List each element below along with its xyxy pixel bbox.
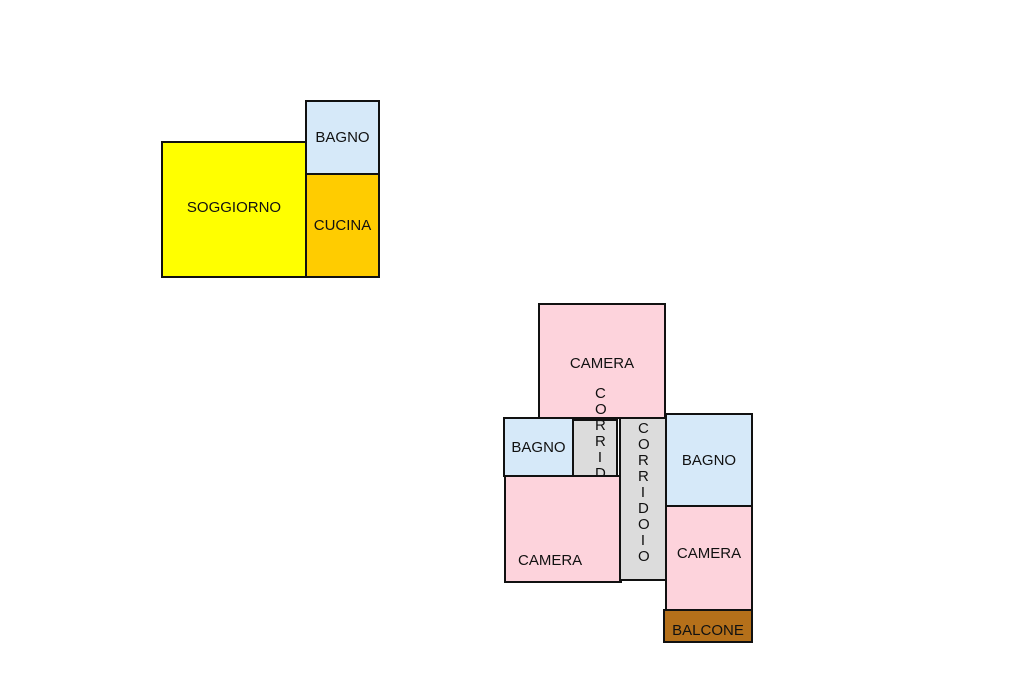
room-label: BAGNO — [511, 438, 566, 456]
room-balcone: BALCONE — [663, 609, 753, 643]
room-label: BAGNO — [681, 451, 737, 469]
room-label: BALCONE — [672, 622, 744, 639]
room-label: CUCINA — [313, 217, 372, 234]
room-label: BAGNO — [315, 129, 370, 146]
room-bagno-right: BAGNO — [665, 413, 753, 507]
room-corridoio-right: CORRIDOIO — [619, 417, 667, 581]
room-label: CORRIDOIO — [638, 420, 650, 565]
room-camera-left: CAMERA — [504, 475, 622, 583]
room-bagno-a: BAGNO — [305, 100, 380, 175]
room-label: CAMERA — [676, 545, 742, 562]
room-bagno-left: BAGNO — [503, 417, 574, 477]
room-camera-top: CAMERA — [538, 303, 666, 419]
room-label: CAMERA — [518, 552, 583, 569]
room-label: SOGGIORNO — [186, 199, 282, 216]
room-soggiorno: SOGGIORNO — [161, 141, 307, 278]
room-label: CAMERA — [569, 355, 635, 372]
room-camera-right: CAMERA — [665, 505, 753, 611]
room-cucina: CUCINA — [305, 173, 380, 278]
